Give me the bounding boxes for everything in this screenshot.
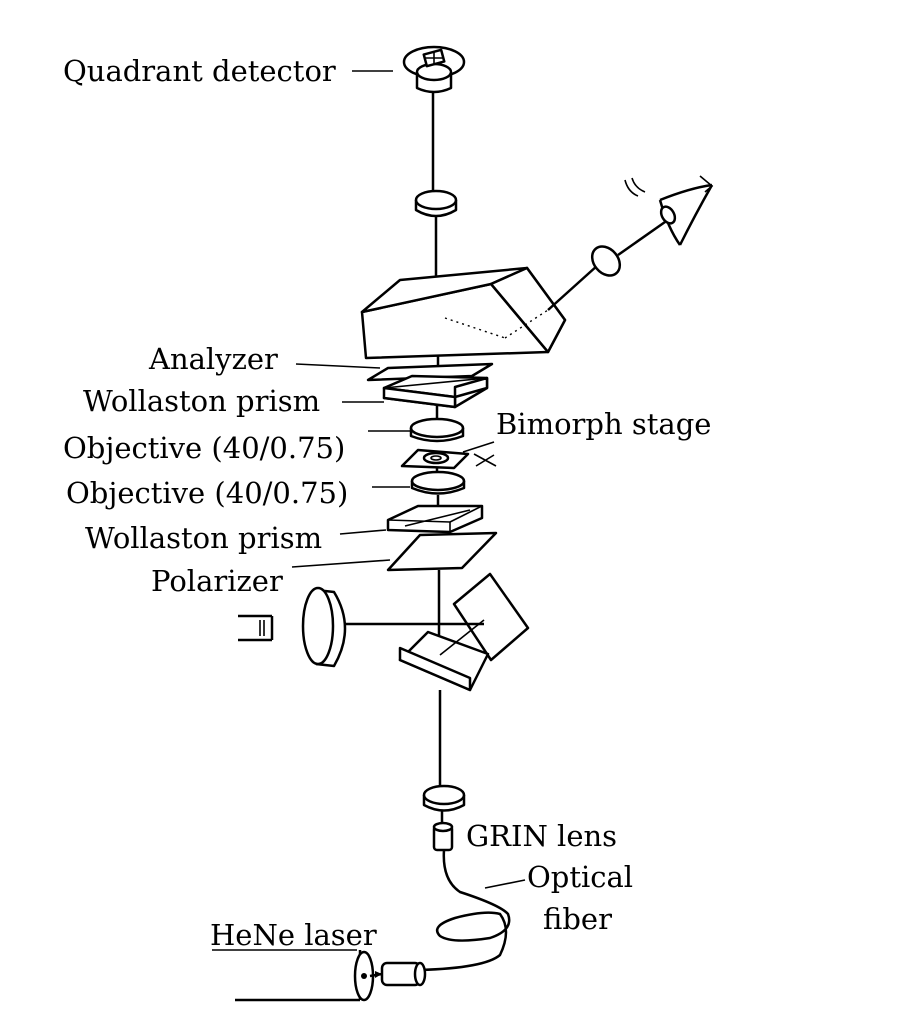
label-quadrant-detector: Quadrant detector — [63, 54, 336, 88]
fiber-coupler — [380, 961, 427, 987]
wollaston-prism-upper — [382, 374, 489, 409]
eye-icon — [624, 175, 714, 246]
hene-laser — [235, 950, 383, 1002]
label-wollaston-prism-bottom: Wollaston prism — [85, 521, 323, 555]
lamp-icon — [238, 614, 274, 642]
objective-upper — [409, 417, 465, 443]
illumination-branch — [301, 586, 484, 668]
leader-lines — [212, 70, 526, 951]
label-optical-fiber-line1: Optical — [527, 860, 634, 894]
illumination-beam-splitter — [398, 572, 530, 692]
label-objective-top: Objective (40/0.75) — [63, 431, 346, 465]
bimorph-stage — [400, 448, 497, 470]
label-analyzer: Analyzer — [149, 342, 278, 376]
quadrant-detector — [402, 45, 466, 94]
label-wollaston-prism-top: Wollaston prism — [83, 384, 321, 418]
label-bimorph-stage: Bimorph stage — [496, 407, 712, 441]
optical-fiber — [419, 849, 511, 972]
label-optical-fiber-line2: fiber — [543, 902, 612, 936]
grin-lens — [432, 821, 454, 852]
upper-lens — [414, 189, 458, 218]
wollaston-prism-lower — [386, 504, 484, 534]
label-grin-lens: GRIN lens — [466, 819, 618, 853]
label-hene-laser: HeNe laser — [210, 918, 377, 952]
analyzer-plate — [366, 362, 494, 382]
collimation-lens — [422, 784, 466, 812]
eyepiece-path — [547, 220, 666, 311]
label-polarizer: Polarizer — [151, 564, 283, 598]
beam-splitter-block — [360, 266, 567, 360]
label-objective-bottom: Objective (40/0.75) — [66, 476, 349, 510]
polarizer-plate — [386, 531, 498, 572]
objective-lower — [410, 470, 466, 495]
